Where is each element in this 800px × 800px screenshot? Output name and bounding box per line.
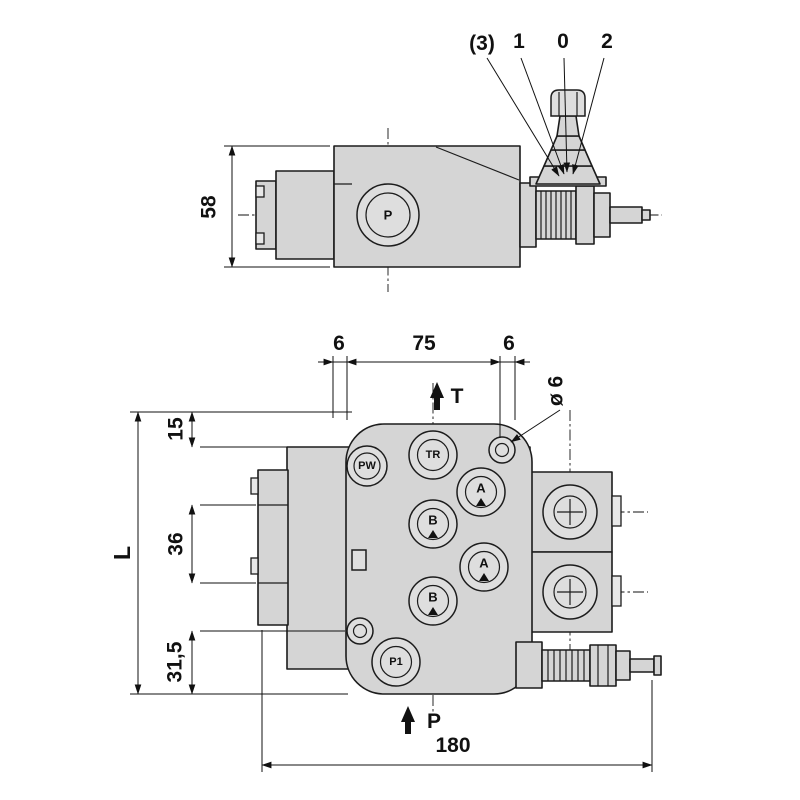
dim-label-L: L — [109, 546, 135, 560]
body-chamfer-line — [435, 146, 520, 181]
port-p1: P1 — [371, 637, 421, 687]
port-b-bottom: B — [408, 576, 458, 626]
leader-pos-2 — [572, 57, 605, 175]
p-port-label: P — [384, 208, 393, 223]
port-b-bottom-arrow — [428, 607, 438, 615]
leader-pos-0 — [563, 57, 571, 173]
workport-tab-b — [611, 575, 622, 607]
t-flow-arrow — [430, 382, 444, 410]
bolt-hole-top — [488, 436, 516, 464]
position-label-2: 2 — [601, 30, 613, 53]
end-cap-notch-top — [255, 185, 265, 198]
port-a-top-arrow — [476, 498, 486, 506]
dia6-label: ø 6 — [545, 376, 568, 406]
port-p1-label: P1 — [389, 656, 402, 668]
dim-label-15: 15 — [165, 417, 188, 441]
threaded-section — [535, 190, 577, 240]
bolt-hole-bottom — [346, 617, 374, 645]
front-view: PW TR A B A — [109, 332, 662, 772]
end-cap-notch-bottom — [255, 232, 265, 245]
adjuster-rod-tip — [653, 655, 662, 676]
flange-pin-detail — [351, 549, 367, 571]
port-tr: TR — [408, 430, 458, 480]
adjuster-threads — [541, 649, 591, 682]
front-cap-notch-bottom — [250, 557, 259, 575]
port-pw: PW — [346, 445, 388, 487]
port-a-bottom-label: A — [479, 556, 489, 571]
port-a-top-label: A — [476, 481, 486, 496]
dim-label-58: 58 — [198, 195, 221, 219]
dim-label-6-left: 6 — [333, 332, 345, 355]
adjuster-lock-nut — [589, 644, 617, 687]
front-end-cap — [257, 469, 289, 626]
port-a-bottom: A — [459, 542, 509, 592]
lock-nut — [575, 185, 595, 245]
leader-pos-3 — [486, 57, 560, 177]
lever-knob — [550, 89, 586, 117]
rod-tip — [641, 209, 651, 221]
position-label-3: (3) — [469, 32, 495, 55]
port-pw-label: PW — [358, 460, 376, 472]
dim-label-315: 31,5 — [164, 641, 187, 682]
port-a-bottom-arrow — [479, 573, 489, 581]
side-spring-housing — [275, 170, 335, 260]
p-port-bore — [365, 192, 411, 238]
adjuster-small-nut — [615, 650, 631, 681]
leader-pos-1 — [520, 57, 565, 175]
side-view: P (3) 1 0 2 — [198, 30, 662, 292]
spool-collar — [519, 182, 537, 248]
spool-rod — [609, 206, 643, 224]
workport-a-bore — [553, 495, 587, 529]
port-tr-label: TR — [426, 449, 441, 461]
dim-label-36: 36 — [165, 532, 188, 555]
lever-stem — [556, 115, 580, 137]
front-cap-notch-top — [250, 477, 259, 495]
p-flow-label: P — [427, 710, 441, 733]
workport-b-bore — [553, 575, 587, 609]
adjuster-rod — [629, 658, 655, 673]
adjust-nut — [593, 192, 611, 238]
port-b-bottom-label: B — [428, 590, 437, 605]
workport-tab-a — [611, 495, 622, 527]
position-label-0: 0 — [557, 30, 569, 53]
dim-label-75: 75 — [412, 332, 436, 355]
t-flow-label: T — [451, 385, 464, 408]
port-a-top: A — [456, 467, 506, 517]
boot-segment-bottom — [535, 165, 601, 185]
port-b-top-arrow — [428, 530, 438, 538]
position-label-1: 1 — [513, 30, 525, 53]
port-b-top: B — [408, 499, 458, 549]
adjuster-base — [515, 641, 543, 689]
port-b-top-label: B — [428, 513, 437, 528]
dia6-leader — [510, 409, 561, 443]
p-flow-arrow — [401, 706, 415, 734]
dim-label-180: 180 — [435, 734, 470, 757]
dim-label-6-right: 6 — [503, 332, 515, 355]
